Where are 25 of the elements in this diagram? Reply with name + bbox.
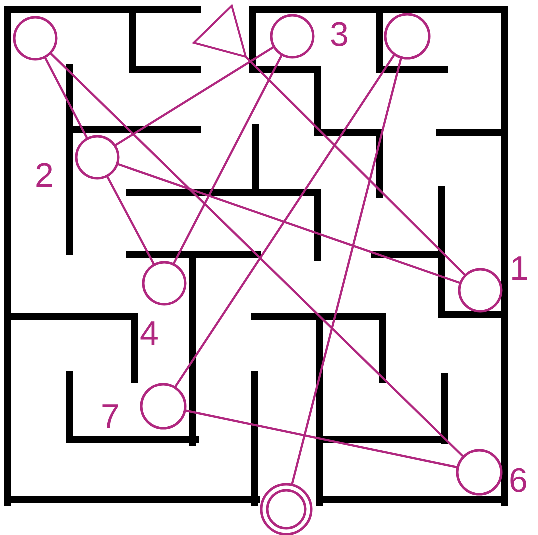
- circle-node: [74, 134, 120, 180]
- node-number: 2: [35, 159, 54, 193]
- circle-node: [458, 268, 502, 312]
- connector-line: [114, 46, 275, 147]
- connector-line: [116, 162, 461, 284]
- connector-line: [174, 54, 396, 388]
- circle-node: [384, 12, 430, 60]
- circle-node: [142, 260, 186, 306]
- node-number: 3: [330, 18, 349, 52]
- circle-node: [456, 448, 502, 496]
- triangle-node: [193, 5, 248, 59]
- connector-line: [172, 54, 284, 265]
- connector-line: [184, 409, 458, 469]
- connector-line: [291, 57, 403, 486]
- circle-node: [140, 382, 186, 430]
- node-number: 1: [510, 252, 529, 286]
- circle-node: [12, 16, 58, 60]
- connector-line: [245, 56, 466, 276]
- circle-node: [270, 14, 314, 58]
- connector-line: [106, 175, 156, 265]
- node-number: 4: [140, 317, 159, 351]
- connector-line: [44, 56, 88, 139]
- node-number: 7: [101, 400, 120, 434]
- node-number: 6: [509, 464, 528, 498]
- connector-line: [49, 52, 464, 458]
